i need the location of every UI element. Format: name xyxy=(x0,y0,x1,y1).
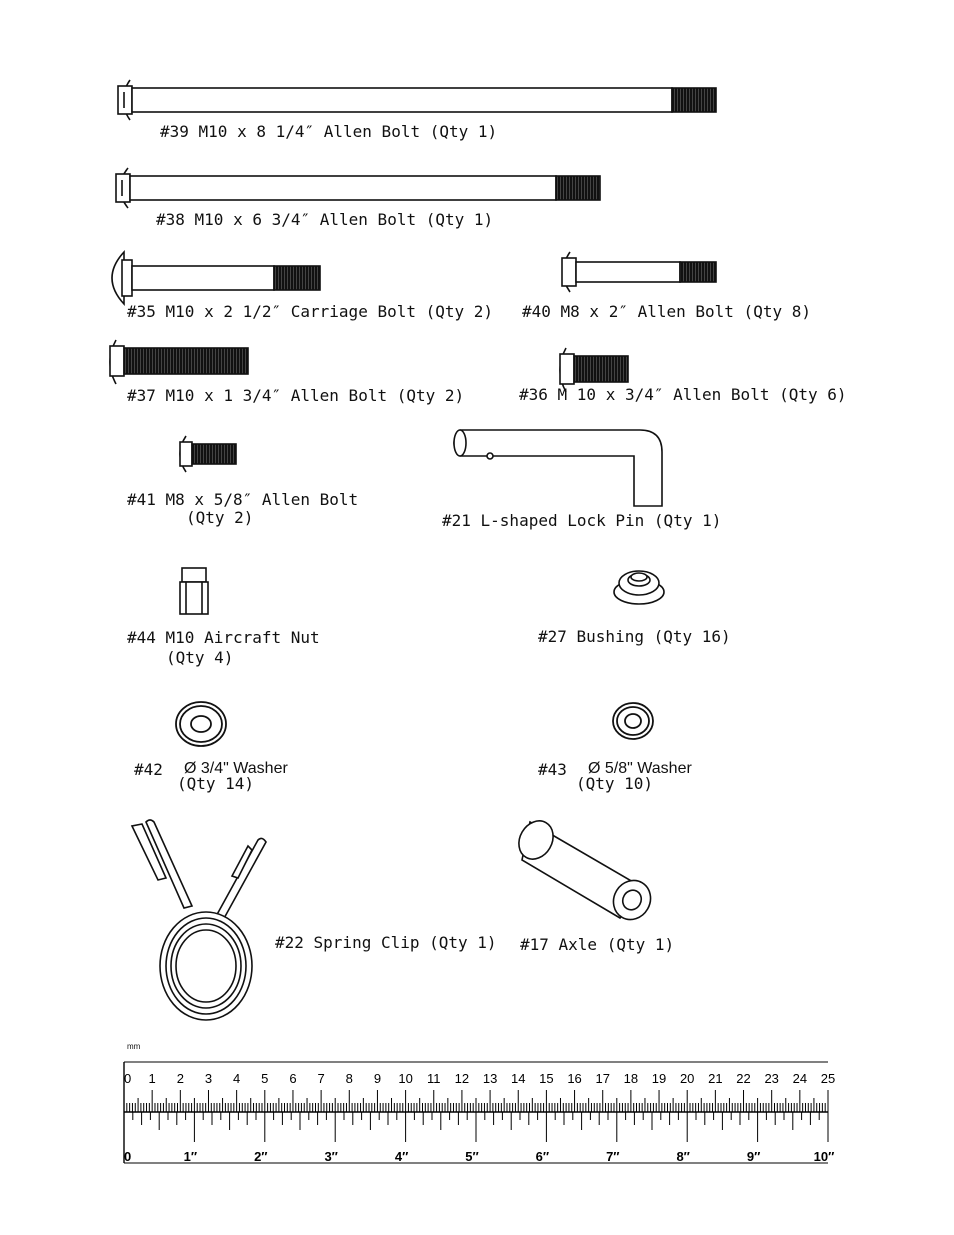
ruler-inch-label: 3″ xyxy=(324,1149,337,1164)
ruler-cm-label: 17 xyxy=(595,1071,609,1086)
ruler-inch-label: 5″ xyxy=(465,1149,478,1164)
ruler-cm-label: 7 xyxy=(318,1071,325,1086)
washer-43-icon xyxy=(612,702,654,740)
aircraft-nut-44-icon xyxy=(179,567,209,615)
washer-42-icon xyxy=(175,701,227,747)
part-42-number: #42 xyxy=(134,760,163,779)
ruler-inch-label: 4″ xyxy=(395,1149,408,1164)
part-39-label: #39 M10 x 8 1/4″ Allen Bolt (Qty 1) xyxy=(160,122,498,141)
part-43-label: Ø 5/8" Washer xyxy=(588,760,692,777)
part-43-number: #43 xyxy=(538,760,567,779)
ruler-cm-label: 10 xyxy=(398,1071,412,1086)
part-21-label: #21 L-shaped Lock Pin (Qty 1) xyxy=(442,511,722,530)
ruler-cm-label: 14 xyxy=(511,1071,525,1086)
ruler-cm-label: 2 xyxy=(177,1071,184,1086)
part-27-label: #27 Bushing (Qty 16) xyxy=(538,627,731,646)
part-38-label: #38 M10 x 6 3/4″ Allen Bolt (Qty 1) xyxy=(156,210,494,229)
part-22-label: #22 Spring Clip (Qty 1) xyxy=(275,933,497,952)
part-40-label: #40 M8 x 2″ Allen Bolt (Qty 8) xyxy=(522,302,811,321)
ruler-inch-label: 2″ xyxy=(254,1149,267,1164)
part-44-qty: (Qty 4) xyxy=(166,648,234,667)
part-41-qty: (Qty 2) xyxy=(186,508,254,527)
ruler-cm-label: 19 xyxy=(652,1071,666,1086)
part-37-label: #37 M10 x 1 3/4″ Allen Bolt (Qty 2) xyxy=(127,386,465,405)
l-shaped-lock-pin-21-icon xyxy=(453,429,663,507)
bolt-38-icon xyxy=(115,167,601,209)
ruler-cm-label: 22 xyxy=(736,1071,750,1086)
ruler-cm-label: 18 xyxy=(624,1071,638,1086)
ruler-inch-label: 10″ xyxy=(814,1149,835,1164)
ruler-inch-label: 9″ xyxy=(747,1149,760,1164)
ruler-cm-label: 21 xyxy=(708,1071,722,1086)
part-42-label: Ø 3/4" Washer xyxy=(184,760,288,777)
ruler-cm-label: 23 xyxy=(764,1071,778,1086)
ruler-cm-label: 6 xyxy=(289,1071,296,1086)
part-41-label: #41 M8 x 5/8″ Allen Bolt xyxy=(127,490,359,509)
ruler-cm-label: 5 xyxy=(261,1071,268,1086)
axle-17-icon xyxy=(518,820,652,921)
bushing-27-icon xyxy=(613,570,665,605)
part-43-qty: (Qty 10) xyxy=(576,774,654,793)
part-35-label: #35 M10 x 2 1/2″ Carriage Bolt (Qty 2) xyxy=(127,302,494,321)
ruler-cm-label: 20 xyxy=(680,1071,694,1086)
ruler-inch-label: 6″ xyxy=(536,1149,549,1164)
ruler-cm-label: 9 xyxy=(374,1071,381,1086)
ruler-cm-label: 11 xyxy=(427,1071,441,1086)
ruler-cm-label: 16 xyxy=(567,1071,581,1086)
ruler-unit-label: mm xyxy=(127,1042,141,1051)
ruler-inch-label: 7″ xyxy=(606,1149,619,1164)
bolt-39-icon xyxy=(117,79,717,121)
ruler-cm-label: 25 xyxy=(821,1071,835,1086)
ruler-cm-label: 24 xyxy=(793,1071,807,1086)
ruler-cm-label: 0 xyxy=(124,1071,131,1086)
ruler-cm-label: 8 xyxy=(346,1071,353,1086)
bolt-36-icon xyxy=(559,347,629,393)
bolt-40-icon xyxy=(561,251,717,293)
ruler-cm-label: 4 xyxy=(233,1071,240,1086)
ruler-cm-label: 3 xyxy=(205,1071,212,1086)
ruler-cm-label: 13 xyxy=(483,1071,497,1086)
ruler-inch-label: 8″ xyxy=(676,1149,689,1164)
ruler-cm-label: 15 xyxy=(539,1071,553,1086)
carriage-bolt-35-icon xyxy=(111,249,321,307)
spring-clip-22-icon xyxy=(130,819,267,1021)
ruler-cm-label: 1 xyxy=(149,1071,156,1086)
part-17-label: #17 Axle (Qty 1) xyxy=(520,935,675,954)
ruler-cm-label: 12 xyxy=(455,1071,469,1086)
part-44-label: #44 M10 Aircraft Nut xyxy=(127,628,320,647)
part-36-label: #36 M 10 x 3/4″ Allen Bolt (Qty 6) xyxy=(519,385,847,404)
bolt-37-icon xyxy=(109,339,249,385)
bolt-41-icon xyxy=(179,435,237,473)
part-42-qty: (Qty 14) xyxy=(177,774,255,793)
ruler-inch-label: 0 xyxy=(124,1149,131,1164)
ruler-inch-label: 1″ xyxy=(184,1149,197,1164)
